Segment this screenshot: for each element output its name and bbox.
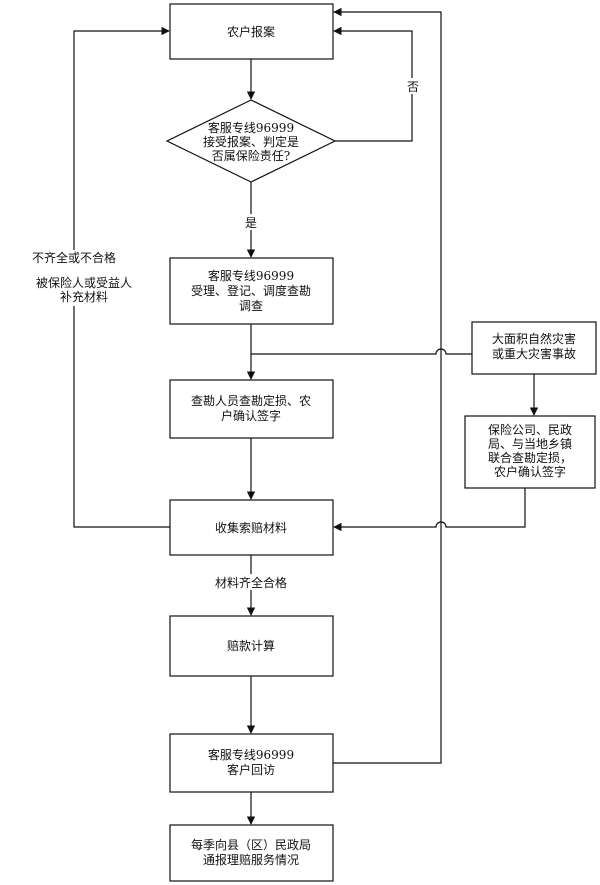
node-report: 农户报案: [169, 3, 334, 60]
node-register-line3: 调查: [239, 299, 263, 313]
node-revisit: 客服专线96999 客户回访: [169, 733, 334, 793]
label-no: 否: [407, 80, 419, 94]
node-calc-text: 赔款计算: [227, 638, 275, 653]
node-decision: 客服专线96999 接受报案、判定是 否属保险责任?: [165, 99, 337, 183]
node-joint-line4: 农户确认签字: [494, 464, 566, 479]
edge-decision-no-loop: [333, 26, 413, 142]
node-survey: 查勘人员查勘定损、农 户确认签字: [169, 379, 334, 439]
node-register: 客服专线96999 受理、登记、调度查勘 调查: [169, 257, 334, 325]
node-revisit-line2: 客户回访: [227, 762, 275, 777]
label-complete: 材料齐全合格: [215, 575, 287, 590]
node-disaster: 大面积自然灾害 或重大灾害事故: [471, 321, 597, 375]
label-incomplete-line2: 被保险人或受益人: [36, 275, 132, 290]
node-decision-line1: 客服专线96999: [208, 120, 294, 135]
node-joint-line2: 局、与当地乡镇: [488, 437, 572, 451]
edge-revisit-return: [333, 7, 442, 764]
node-calc: 赔款计算: [169, 615, 334, 677]
node-decision-line2: 接受报案、判定是: [203, 134, 299, 149]
node-joint-line1: 保险公司、民政: [488, 422, 572, 437]
node-survey-line1: 查勘人员查勘定损、农: [191, 393, 311, 408]
node-joint: 保险公司、民政 局、与当地乡镇 联合查勘定损， 农户确认签字: [464, 415, 596, 489]
edge-disaster-join: [251, 348, 472, 355]
node-register-line2: 受理、登记、调度查勘: [191, 283, 311, 298]
node-decision-line3: 否属保险责任?: [212, 148, 290, 163]
node-revisit-line1: 客服专线96999: [208, 747, 294, 762]
node-register-line1: 客服专线96999: [208, 268, 294, 283]
node-collect: 收集索赔材料: [169, 499, 334, 556]
node-notify: 每季向县（区）民政局 通报理赔服务情况: [169, 824, 334, 882]
node-joint-line3: 联合查勘定损，: [488, 450, 572, 465]
edge-joint-collect: [333, 488, 526, 532]
node-collect-text: 收集索赔材料: [215, 520, 287, 535]
node-report-text: 农户报案: [227, 24, 275, 39]
label-incomplete-line3: 补充材料: [60, 289, 108, 304]
node-disaster-line2: 或重大灾害事故: [492, 346, 576, 361]
node-disaster-line1: 大面积自然灾害: [492, 331, 576, 346]
node-survey-line2: 户确认签字: [221, 408, 281, 423]
node-notify-line2: 通报理赔服务情况: [203, 852, 299, 867]
node-notify-line1: 每季向县（区）民政局: [191, 837, 311, 852]
label-incomplete-line1: 不齐全或不合格: [32, 250, 116, 265]
label-yes: 是: [245, 216, 257, 230]
